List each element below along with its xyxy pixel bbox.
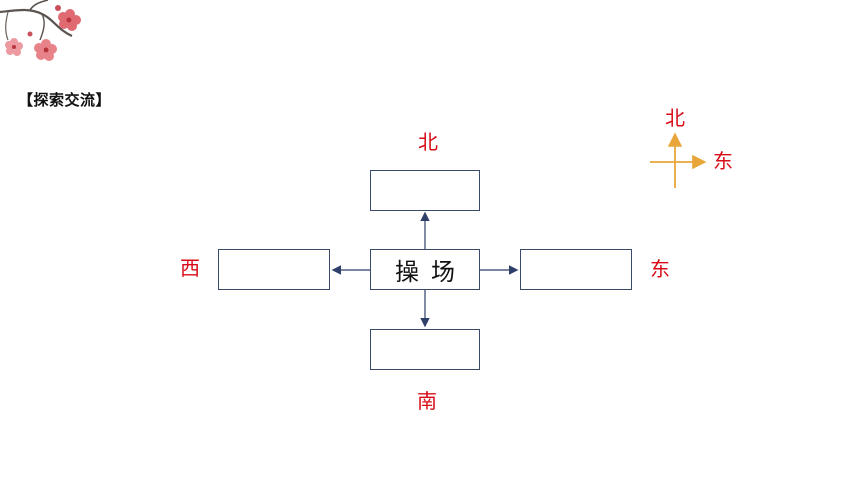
center-box: 操场 (370, 249, 480, 290)
compass-label-east: 东 (713, 149, 733, 173)
south-blank-box[interactable] (370, 329, 480, 370)
label-south: 南 (417, 389, 437, 413)
section-title: 【探索交流】 (18, 91, 112, 109)
label-north: 北 (418, 130, 438, 154)
label-east: 东 (650, 257, 670, 281)
plum-blossom-decoration (0, 0, 81, 61)
center-label: 操场 (395, 258, 467, 286)
compass-label-north: 北 (665, 106, 685, 130)
west-blank-box[interactable] (218, 249, 330, 290)
east-blank-box[interactable] (520, 249, 632, 290)
label-west: 西 (180, 256, 200, 280)
north-blank-box[interactable] (370, 170, 480, 211)
